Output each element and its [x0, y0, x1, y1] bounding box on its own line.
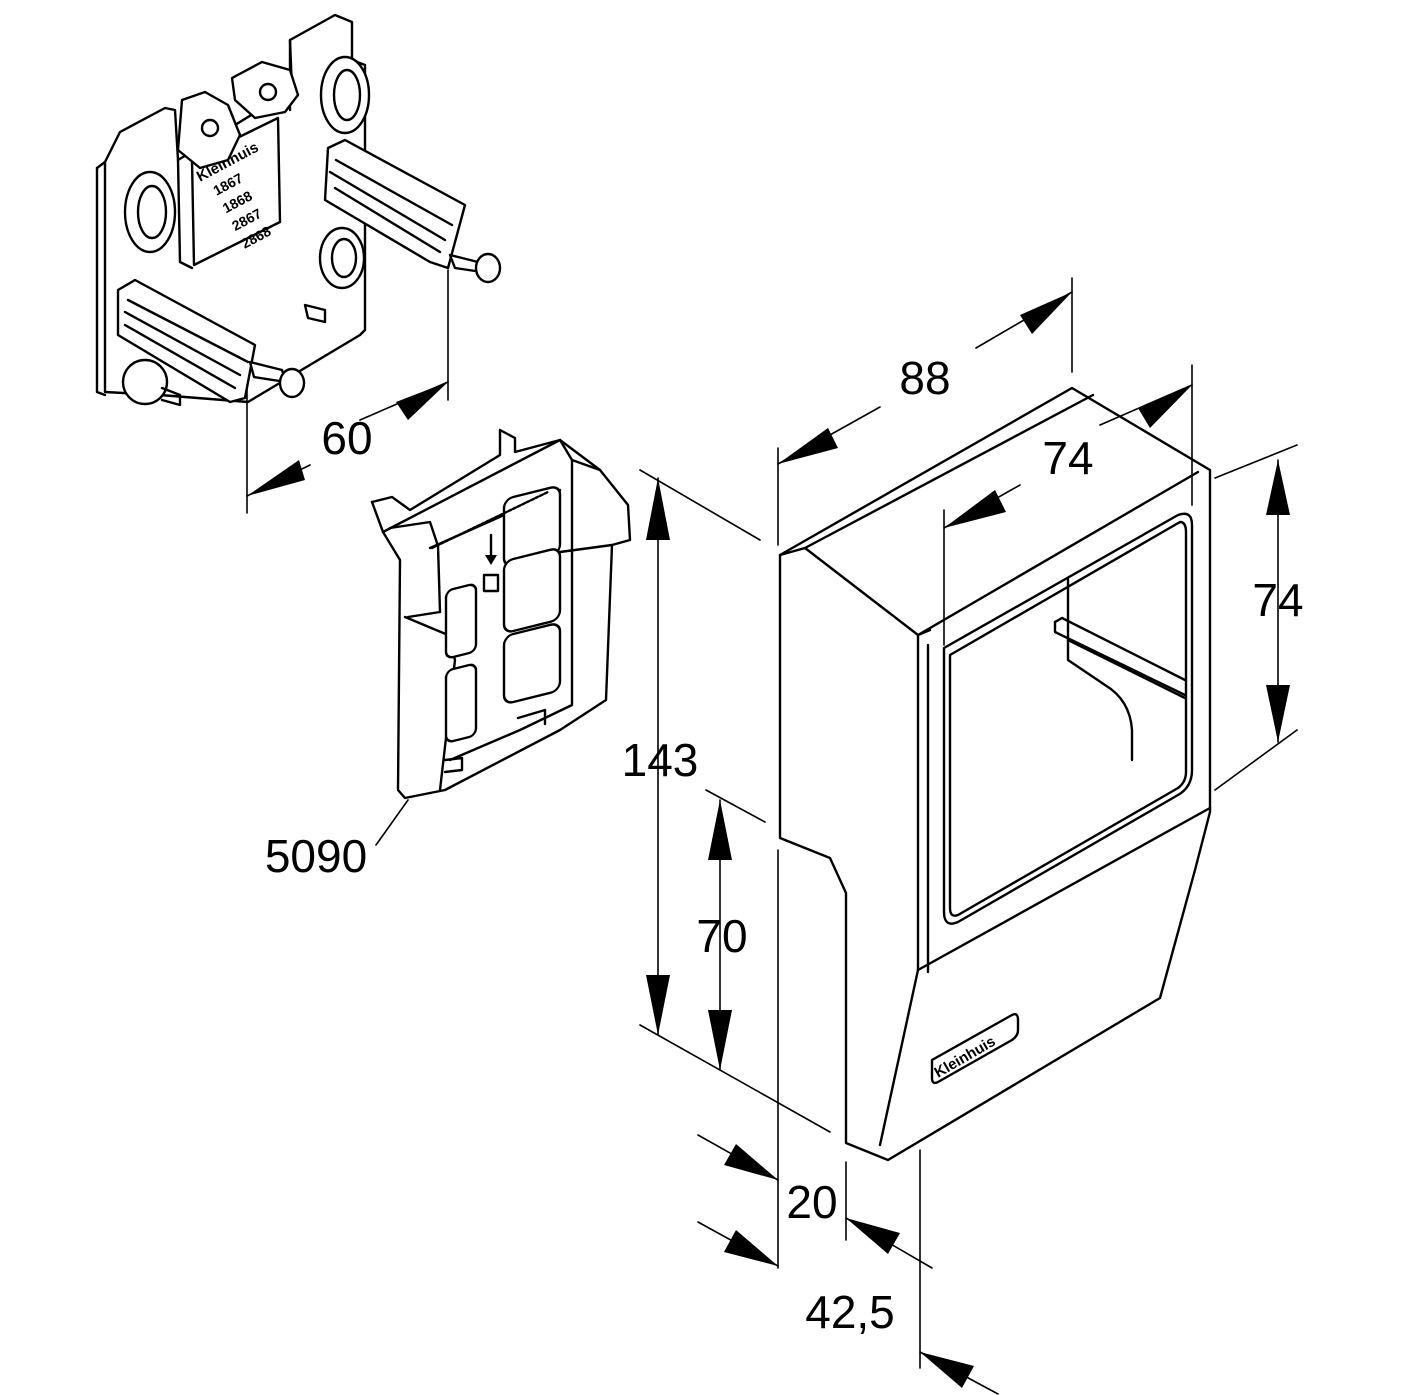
part-number-label: 5090	[265, 830, 367, 882]
screw-upper	[448, 252, 502, 284]
plate-hole	[318, 226, 366, 290]
plate-hole	[123, 170, 177, 254]
insert-cutout	[502, 623, 562, 704]
dim-74-height: 74	[1252, 574, 1303, 626]
dim-88: 88	[899, 352, 950, 404]
dim-20: 20	[786, 1176, 837, 1228]
dim-42-5: 42,5	[805, 1286, 895, 1338]
insert-cutout	[502, 548, 562, 633]
device-insert-5090	[370, 428, 632, 800]
dimension-lines	[246, 269, 1298, 1395]
dim-74-width: 74	[1042, 432, 1093, 484]
dim-60: 60	[321, 412, 372, 464]
insert-cutout	[444, 663, 478, 743]
dim-143: 143	[622, 734, 699, 786]
plate-hole	[121, 358, 169, 406]
mounting-plate: Kleinhuis 1867 1868 2867 2868	[95, 13, 502, 407]
dim-70: 70	[696, 910, 747, 962]
plate-hole	[319, 55, 371, 135]
plate-rail-upper	[323, 138, 467, 270]
main-housing: Kleinhuis	[778, 386, 1212, 1162]
screw-lower	[248, 360, 306, 399]
insert-cutout	[444, 583, 478, 659]
plate-rail-lower	[116, 278, 257, 404]
